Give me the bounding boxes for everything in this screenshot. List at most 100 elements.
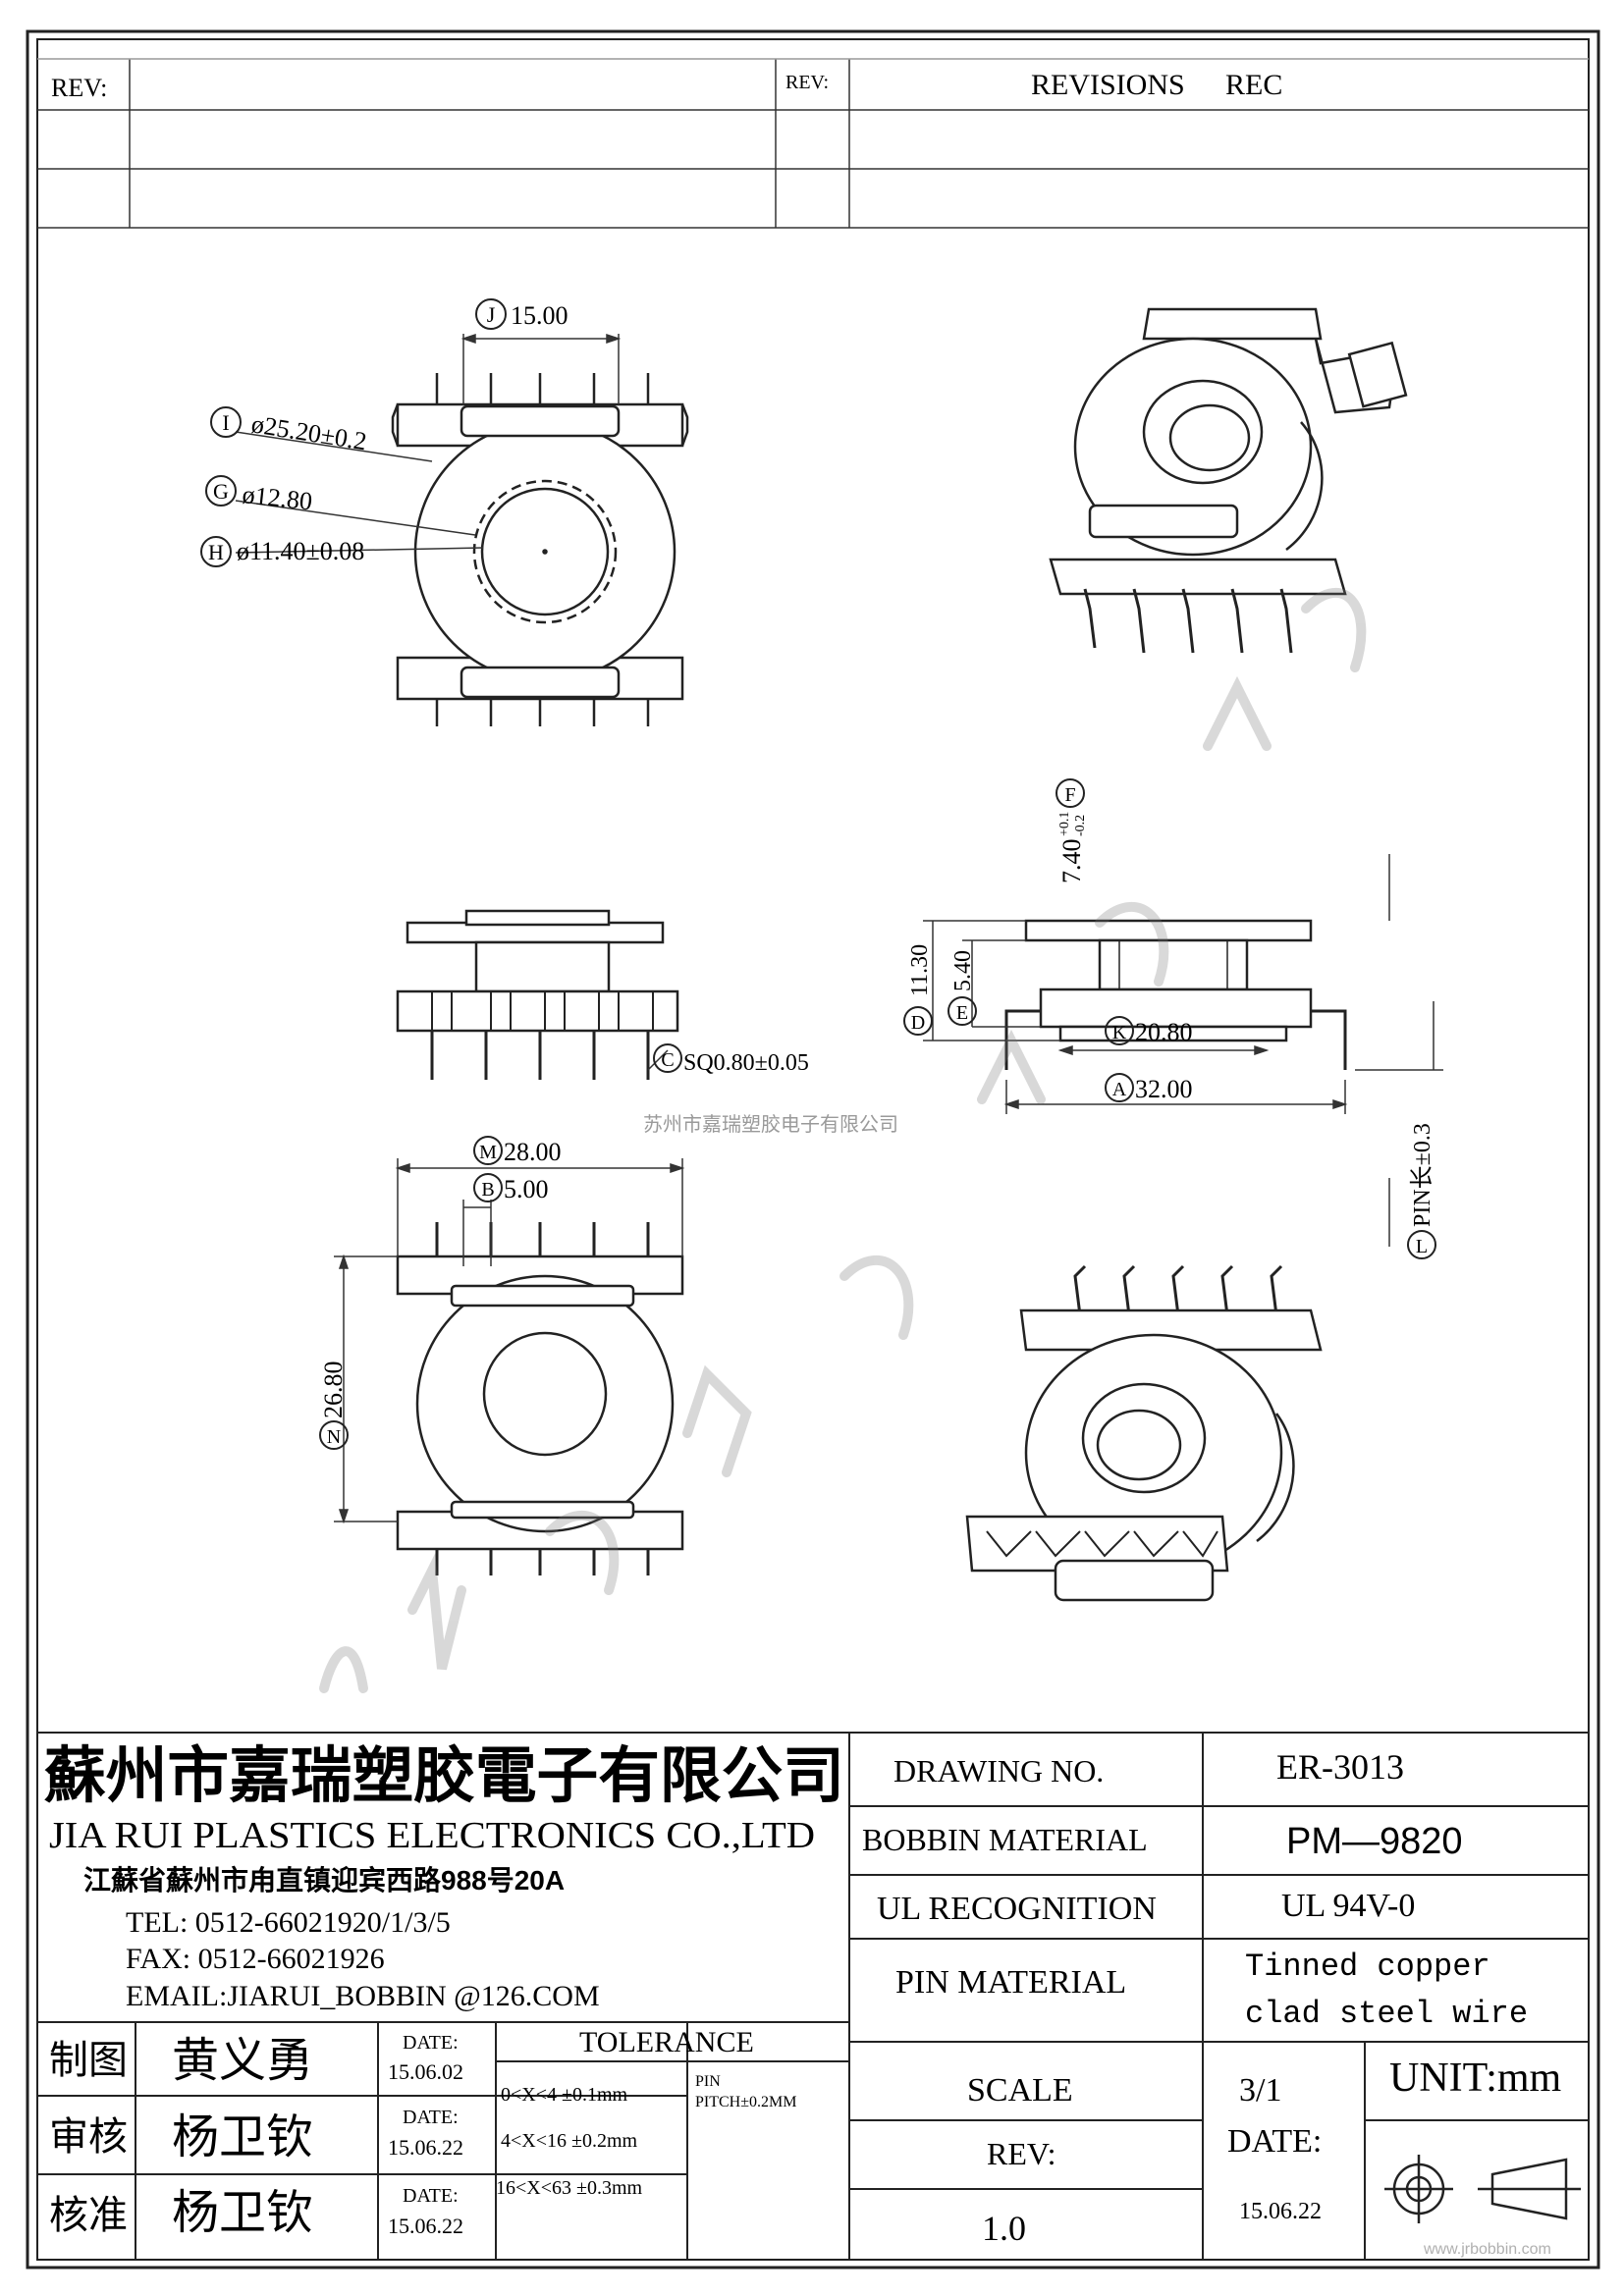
svg-text:杨卫钦: 杨卫钦 [172, 2111, 313, 2163]
company-name-cn: 蘇州市嘉瑞塑胶電子有限公司 [44, 1742, 844, 1810]
dim-c-label: C SQ0.80±0.05 [647, 1043, 809, 1076]
date-value: 15.06.22 [1239, 2199, 1322, 2224]
dim-g-label: G ø12.80 [205, 475, 314, 515]
side-elevation-view [1004, 919, 1347, 1070]
company-address: 江蘇省蘇州市甪直镇迎宾西路988号20A [83, 1864, 565, 1896]
bobbin-material-value: PM—9820 [1286, 1821, 1463, 1862]
svg-text:-0.2: -0.2 [1073, 815, 1088, 836]
svg-text:5.00: 5.00 [504, 1175, 549, 1203]
svg-text:K: K [1112, 1022, 1127, 1043]
top-view [391, 373, 689, 726]
ul-recognition-value: UL 94V-0 [1281, 1888, 1415, 1924]
tolerance-title: TOLERANCE [579, 2026, 754, 2058]
svg-text:28.00: 28.00 [504, 1138, 562, 1166]
dim-j-lines [460, 333, 622, 404]
dim-e-label: E 5.40 [947, 950, 977, 1026]
projection-symbol-icon [1384, 2155, 1581, 2223]
dim-f-label: F 7.40 +0.1 -0.2 [1056, 778, 1088, 884]
svg-text:5.40: 5.40 [950, 950, 976, 991]
svg-text:DATE:: DATE: [403, 2185, 459, 2207]
svg-text:7.40: 7.40 [1057, 839, 1086, 884]
drawing-no-value: ER-3013 [1276, 1747, 1404, 1787]
svg-text:15.06.22: 15.06.22 [388, 2135, 463, 2160]
svg-text:F: F [1064, 784, 1075, 806]
dim-bottom-lines [334, 1158, 685, 1524]
tolerance-row-2: 16<X<63 ±0.3mm [496, 2177, 643, 2199]
svg-text:M: M [479, 1142, 497, 1163]
dim-h-label: H ø11.40±0.08 [200, 536, 364, 567]
svg-text:SQ0.80±0.05: SQ0.80±0.05 [683, 1050, 809, 1076]
svg-text:杨卫钦: 杨卫钦 [172, 2187, 313, 2239]
bobbin-material-label: BOBBIN MATERIAL [862, 1822, 1148, 1857]
svg-text:黄义勇: 黄义勇 [172, 2035, 313, 2087]
diagonal-watermark [319, 587, 1367, 1693]
tolerance-row-1: 4<X<16 ±0.2mm [501, 2130, 638, 2152]
drawing-no-label: DRAWING NO. [893, 1753, 1104, 1789]
dim-l-label: L PIN长±0.3 [1407, 1123, 1436, 1259]
unit-label: UNIT:mm [1389, 2056, 1562, 2101]
svg-text:A: A [1112, 1079, 1127, 1100]
scale-label: SCALE [967, 2072, 1073, 2109]
svg-text:核准: 核准 [49, 2194, 128, 2237]
svg-text:H: H [208, 540, 224, 564]
dim-i-label: I ø25.20±0.2 [210, 406, 368, 455]
dim-b-label: B 5.00 [473, 1173, 549, 1203]
svg-text:D: D [911, 1012, 925, 1034]
rev-value: 1.0 [982, 2209, 1026, 2248]
date-label: DATE: [1227, 2123, 1322, 2160]
svg-text:32.00: 32.00 [1135, 1075, 1193, 1103]
tolerance-row-0: 0<X<4 ±0.1mm [501, 2084, 628, 2106]
rec-label: REC [1225, 69, 1282, 101]
rev-label: REV: [987, 2136, 1056, 2171]
svg-text:ø11.40±0.08: ø11.40±0.08 [237, 537, 364, 565]
website-watermark: www.jrbobbin.com [1423, 2241, 1551, 2258]
company-name-en: JIA RUI PLASTICS ELECTRONICS CO.,LTD [49, 1815, 815, 1856]
company-tel: TEL: 0512-66021920/1/3/5 [126, 1906, 451, 1939]
svg-text:PIN长±0.3: PIN长±0.3 [1409, 1123, 1435, 1227]
pin-material-value-line2: clad steel wire [1245, 1996, 1528, 2032]
dim-n-label: N 26.80 [319, 1362, 349, 1450]
bottom-view [396, 1222, 684, 1575]
pin-material-label: PIN MATERIAL [895, 1964, 1126, 2001]
pin-label: PIN [695, 2073, 721, 2090]
dim-side-lines [923, 854, 1443, 1247]
svg-text:11.30: 11.30 [907, 944, 933, 996]
svg-text:制图: 制图 [49, 2039, 128, 2082]
svg-text:审核: 审核 [49, 2115, 128, 2159]
approval-row-0: 制图 黄义勇 DATE: 15.06.02 [49, 2032, 463, 2087]
isometric-view-top [1049, 307, 1408, 654]
svg-text:E: E [956, 1002, 968, 1024]
isometric-view-bottom [965, 1264, 1323, 1602]
sheet-frame [26, 29, 1600, 2269]
pin-pitch: PITCH±0.2MM [695, 2094, 796, 2110]
approval-row-1: 审核 杨卫钦 DATE: 15.06.22 [49, 2107, 463, 2163]
svg-text:C: C [661, 1049, 674, 1071]
rev-label-mid: REV: [785, 72, 829, 93]
svg-text:+0.1: +0.1 [1057, 812, 1072, 836]
dim-d-label: D 11.30 [903, 944, 933, 1036]
dim-m-label: M 28.00 [473, 1136, 562, 1166]
company-email: EMAIL:JIARUI_BOBBIN @126.COM [126, 1980, 600, 2012]
title-block-grid [37, 1732, 1589, 2260]
company-fax: FAX: 0512-66021926 [126, 1943, 385, 1975]
rev-label-left: REV: [51, 74, 107, 102]
svg-text:L: L [1416, 1236, 1428, 1257]
svg-text:G: G [213, 479, 229, 504]
dim-leaders-igh [235, 431, 484, 554]
dim-k-label: K 20.80 [1105, 1016, 1193, 1046]
svg-text:ø12.80: ø12.80 [241, 480, 313, 515]
svg-text:15.06.22: 15.06.22 [388, 2214, 463, 2238]
dim-a-label: A 32.00 [1105, 1073, 1193, 1103]
revision-block [37, 58, 1589, 229]
svg-text:DATE:: DATE: [403, 2032, 459, 2054]
approval-row-2: 核准 杨卫钦 DATE: 15.06.22 [49, 2185, 463, 2239]
svg-text:DATE:: DATE: [403, 2107, 459, 2128]
ul-recognition-label: UL RECOGNITION [877, 1891, 1157, 1927]
scale-value: 3/1 [1239, 2072, 1281, 2109]
dim-j-label: J 15.00 [475, 298, 568, 330]
svg-text:20.80: 20.80 [1135, 1018, 1193, 1046]
watermark-center-text: 苏州市嘉瑞塑胶电子有限公司 [643, 1113, 898, 1136]
front-elevation-view [396, 909, 679, 1080]
svg-text:I: I [222, 410, 229, 435]
